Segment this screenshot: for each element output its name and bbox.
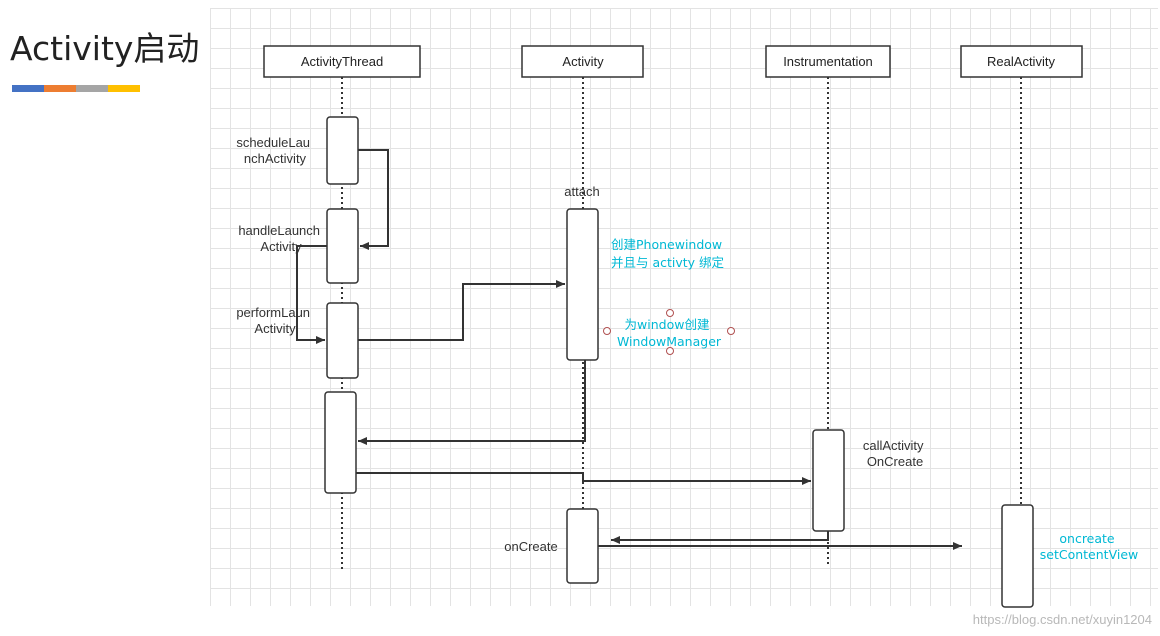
activation-oncreate: [566, 508, 599, 584]
activation-instrumentation: [812, 429, 845, 532]
note-set-content-view: oncreate setContentView: [1040, 531, 1138, 562]
watermark: https://blog.csdn.net/xuyin1204: [973, 612, 1152, 627]
arrow-schedule-to-handle: [358, 149, 389, 250]
label-schedule-launch: scheduleLau nchActivity: [236, 135, 313, 166]
note-window-manager-selection: [603, 309, 735, 355]
label-handle-launch: handleLaunch Activity: [238, 223, 323, 254]
activation-handle-launch: [326, 208, 359, 284]
arrow-handle-to-perform: [296, 245, 327, 344]
header-activity: Activity: [521, 45, 644, 78]
header-activity-thread-label: ActivityThread: [301, 54, 383, 69]
header-real-activity: RealActivity: [960, 45, 1083, 78]
arrow-to-instrumentation: [356, 472, 811, 485]
header-activity-thread: ActivityThread: [263, 45, 421, 78]
activation-thread-main: [324, 391, 357, 494]
activation-schedule-launch: [326, 116, 359, 185]
activation-attach: [566, 208, 599, 361]
label-call-activity-oncreate: callActivity OnCreate: [863, 438, 927, 469]
activation-perform-launch: [326, 302, 359, 379]
header-instrumentation: Instrumentation: [765, 45, 891, 78]
arrow-perform-to-attach: [358, 280, 565, 341]
note-phonewindow: 创建Phonewindow 并且与 activty 绑定: [611, 237, 726, 270]
accent-blue: [12, 85, 44, 92]
label-attach: attach: [564, 184, 599, 199]
accent-yellow: [108, 85, 140, 92]
accent-gray: [76, 85, 108, 92]
activation-real-activity: [1001, 504, 1034, 608]
header-activity-label: Activity: [562, 54, 604, 69]
label-oncreate: onCreate: [504, 539, 557, 554]
slide-title: Activity启动: [10, 29, 200, 68]
header-instrumentation-label: Instrumentation: [783, 54, 873, 69]
title-accent-bar: [12, 85, 140, 92]
header-real-activity-label: RealActivity: [987, 54, 1055, 69]
arrow-attach-return: [358, 360, 586, 445]
accent-orange: [44, 85, 76, 92]
sequence-diagram-canvas: [210, 8, 1158, 606]
label-perform-launch: performLaun Activity: [236, 305, 313, 336]
arrow-instrumentation-to-oncreate: [611, 531, 829, 544]
note-window-manager: 为window创建 WindowManager: [617, 317, 722, 349]
